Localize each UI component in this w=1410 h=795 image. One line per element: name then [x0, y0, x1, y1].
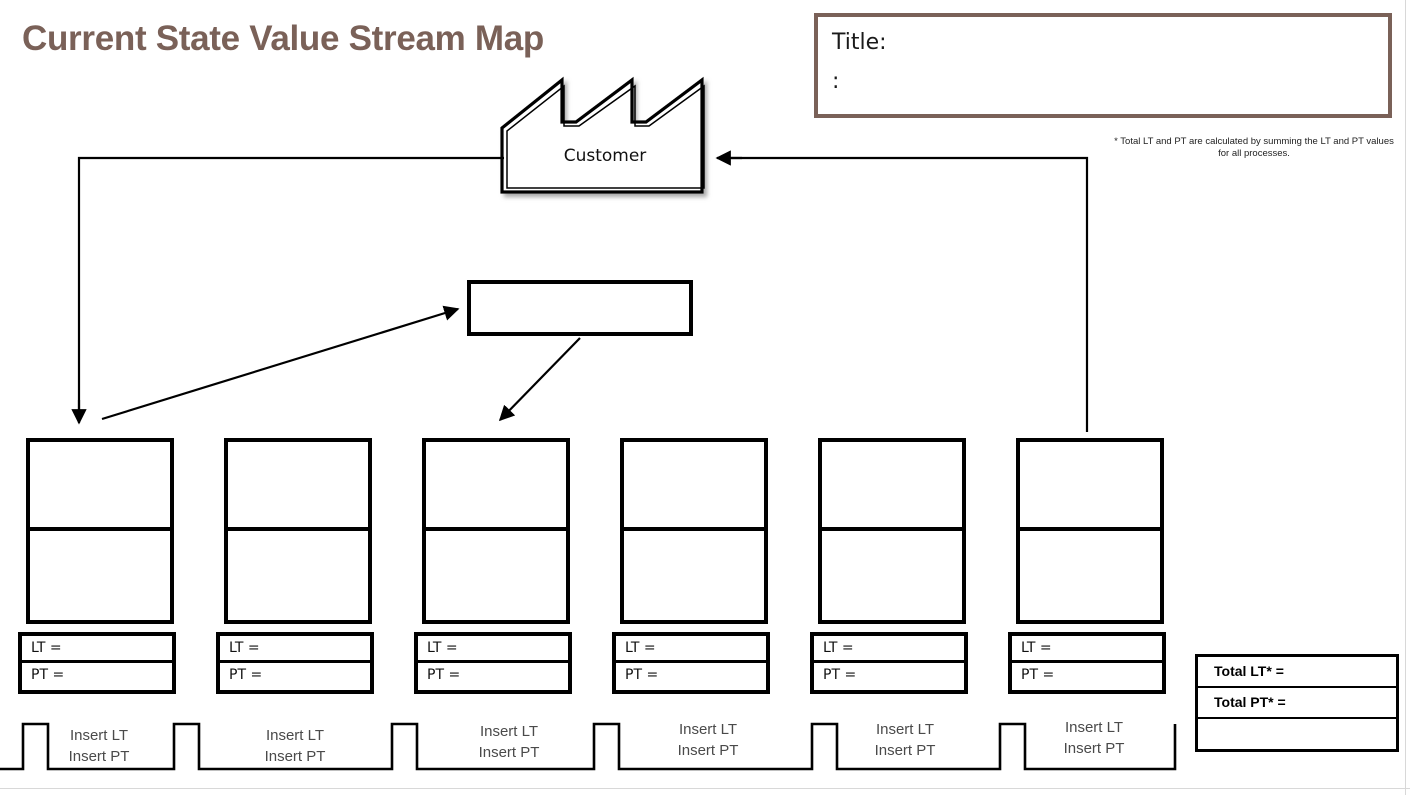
- process-column-2: LT = PT =: [216, 438, 374, 694]
- page-right-edge: [1405, 0, 1406, 795]
- process-box[interactable]: [26, 438, 174, 624]
- lt-field[interactable]: LT =: [814, 636, 964, 663]
- process-box-lower[interactable]: [426, 531, 566, 620]
- timeline-label-4: Insert LT Insert PT: [638, 719, 778, 761]
- timeline-lt-4: Insert LT: [678, 721, 738, 738]
- process-box-upper[interactable]: [228, 442, 368, 531]
- timeline-pt-4: Insert PT: [677, 742, 739, 759]
- process-column-6: LT = PT =: [1008, 438, 1166, 694]
- process-box[interactable]: [1016, 438, 1164, 624]
- lt-field[interactable]: LT =: [220, 636, 370, 663]
- process-box[interactable]: [224, 438, 372, 624]
- connector-process-6-to-customer: [715, 150, 1089, 432]
- timeline-pt-6: Insert PT: [1063, 740, 1125, 757]
- timeline-label-2: Insert LT Insert PT: [225, 725, 365, 767]
- pt-field[interactable]: PT =: [220, 663, 370, 690]
- timeline-lt-5: Insert LT: [875, 721, 935, 738]
- lt-field[interactable]: LT =: [1012, 636, 1162, 663]
- timeline-lt-2: Insert LT: [265, 727, 325, 744]
- process-box-upper[interactable]: [426, 442, 566, 531]
- timeline-sawtooth: [0, 722, 1177, 771]
- timeline-label-5: Insert LT Insert PT: [835, 719, 975, 761]
- title-field-label: Title:: [832, 30, 887, 55]
- timeline-pt-5: Insert PT: [874, 742, 936, 759]
- process-box-upper[interactable]: [30, 442, 170, 531]
- lt-field[interactable]: LT =: [418, 636, 568, 663]
- process-box[interactable]: [422, 438, 570, 624]
- pt-field[interactable]: PT =: [814, 663, 964, 690]
- lt-pt-box[interactable]: LT = PT =: [414, 632, 572, 694]
- pt-field[interactable]: PT =: [616, 663, 766, 690]
- process-column-5: LT = PT =: [810, 438, 968, 694]
- process-box[interactable]: [818, 438, 966, 624]
- process-box-upper[interactable]: [624, 442, 764, 531]
- process-column-4: LT = PT =: [612, 438, 770, 694]
- footnote-text: * Total LT and PT are calculated by summ…: [1114, 136, 1394, 159]
- connector-into-control-box: [101, 305, 460, 421]
- title-entry-box[interactable]: Title: :: [814, 13, 1392, 118]
- timeline-pt-1: Insert PT: [68, 748, 130, 765]
- lt-field[interactable]: LT =: [616, 636, 766, 663]
- process-box-upper[interactable]: [822, 442, 962, 531]
- timeline-label-3: Insert LT Insert PT: [439, 721, 579, 763]
- lt-pt-box[interactable]: LT = PT =: [810, 632, 968, 694]
- timeline-label-6: Insert LT Insert PT: [1024, 717, 1164, 759]
- factory-icon: [500, 76, 705, 194]
- pt-field[interactable]: PT =: [418, 663, 568, 690]
- lt-pt-box[interactable]: LT = PT =: [216, 632, 374, 694]
- process-box-lower[interactable]: [822, 531, 962, 620]
- timeline-lt-6: Insert LT: [1064, 719, 1124, 736]
- timeline-pt-3: Insert PT: [478, 744, 540, 761]
- lt-pt-box[interactable]: LT = PT =: [1008, 632, 1166, 694]
- page-title: Current State Value Stream Map: [22, 19, 544, 58]
- total-pt-row[interactable]: Total PT* =: [1198, 688, 1396, 719]
- timeline-lt-1: Insert LT: [69, 727, 129, 744]
- lt-pt-box[interactable]: LT = PT =: [612, 632, 770, 694]
- timeline-label-1: Insert LT Insert PT: [29, 725, 169, 767]
- totals-box[interactable]: Total LT* = Total PT* =: [1195, 654, 1399, 752]
- process-box-lower[interactable]: [228, 531, 368, 620]
- process-box-upper[interactable]: [1020, 442, 1160, 531]
- lt-pt-box[interactable]: LT = PT =: [18, 632, 176, 694]
- page-bottom-edge: [0, 788, 1410, 789]
- total-lt-row[interactable]: Total LT* =: [1198, 657, 1396, 688]
- process-column-1: LT = PT =: [18, 438, 176, 694]
- lt-field[interactable]: LT =: [22, 636, 172, 663]
- timeline-lt-3: Insert LT: [479, 723, 539, 740]
- subtitle-field-label: :: [832, 69, 840, 94]
- pt-field[interactable]: PT =: [22, 663, 172, 690]
- control-box[interactable]: [467, 280, 693, 336]
- pt-field[interactable]: PT =: [1012, 663, 1162, 690]
- connector-customer-to-process-1: [71, 156, 504, 425]
- process-box-lower[interactable]: [1020, 531, 1160, 620]
- process-box-lower[interactable]: [624, 531, 764, 620]
- process-box[interactable]: [620, 438, 768, 624]
- process-column-3: LT = PT =: [414, 438, 572, 694]
- connector-out-of-control-box: [498, 337, 581, 422]
- timeline-pt-2: Insert PT: [264, 748, 326, 765]
- process-box-lower[interactable]: [30, 531, 170, 620]
